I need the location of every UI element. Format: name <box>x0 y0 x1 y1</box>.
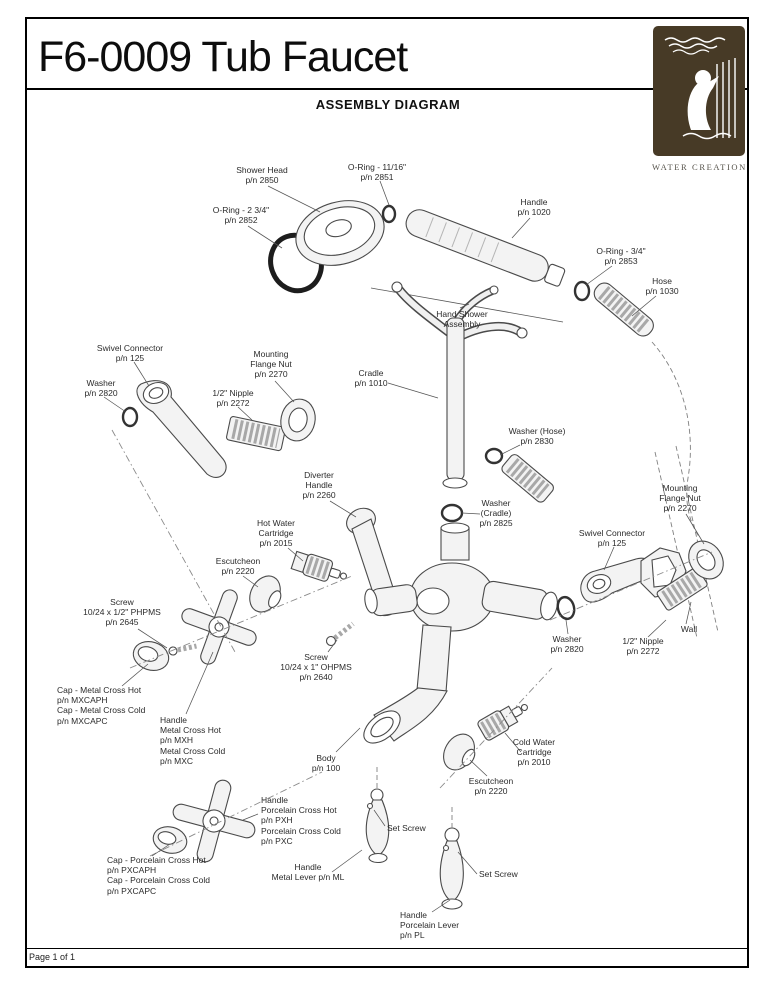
escutcheon-lower-drawing <box>443 733 476 771</box>
screw-2640-drawing <box>325 621 355 647</box>
hot-cartridge-drawing <box>290 550 348 582</box>
hose-routing-dashed-line <box>651 341 701 539</box>
page-border <box>25 17 749 968</box>
logo-box <box>653 26 745 156</box>
leader-lines <box>103 180 705 913</box>
page-title: F6-0009 Tub Faucet <box>38 33 408 81</box>
escutcheon-upper-drawing <box>249 575 282 613</box>
wall-dashed-line-2 <box>675 445 719 633</box>
o-ring-2851-drawing <box>381 204 397 224</box>
o-ring-2853-drawing <box>573 280 591 302</box>
flange-nut-right-drawing <box>688 540 724 580</box>
hot-side-axis-dashed-line <box>129 575 353 669</box>
diagram-subtitle: ASSEMBLY DIAGRAM <box>315 97 461 112</box>
set-screw-upper-drawing <box>366 802 374 810</box>
cold-cartridge-drawing <box>477 703 528 741</box>
page-number: Page 1 of 1 <box>29 952 76 962</box>
porcelain-cross-handle-drawing <box>172 779 256 863</box>
cold-side-axis-dashed-line <box>439 667 553 789</box>
left-axis-dashed-line <box>111 429 236 653</box>
cap-porcelain-drawing <box>152 826 188 854</box>
shower-head-drawing <box>295 200 385 266</box>
right-axis-dashed-line <box>549 551 713 621</box>
hand-shower-handle-drawing <box>405 209 566 287</box>
washer-left-drawing <box>121 406 139 428</box>
metal-lever-drawing <box>365 788 390 864</box>
cap-metal-drawing <box>132 641 170 671</box>
washer-right-drawing <box>556 595 576 621</box>
metal-cross-handle-drawing <box>181 589 257 665</box>
washer-cradle-drawing <box>440 503 464 523</box>
title-divider <box>25 88 749 90</box>
swivel-connector-left-drawing <box>136 380 227 478</box>
water-creation-logo: WATER CREATION <box>652 26 746 172</box>
body-drawing <box>363 522 558 744</box>
logo-wordmark: WATER CREATION <box>652 162 747 172</box>
set-screw-lower-drawing <box>442 844 450 852</box>
kneeling-figure-icon <box>664 37 736 140</box>
hose-connector-drawing <box>501 454 554 503</box>
porcelain-lever-drawing <box>439 827 464 910</box>
wall-dashed-line-1 <box>654 451 698 639</box>
screw-2645-drawing <box>168 643 197 656</box>
nipple-left-drawing <box>226 416 286 452</box>
cradle-drawing <box>391 281 528 489</box>
washer-hose-drawing <box>484 447 504 465</box>
porcelain-cross-axis-dashed-line <box>149 771 323 857</box>
hose-drawing <box>593 282 654 337</box>
footer-divider <box>25 948 749 949</box>
flange-nut-left-drawing <box>280 398 316 442</box>
